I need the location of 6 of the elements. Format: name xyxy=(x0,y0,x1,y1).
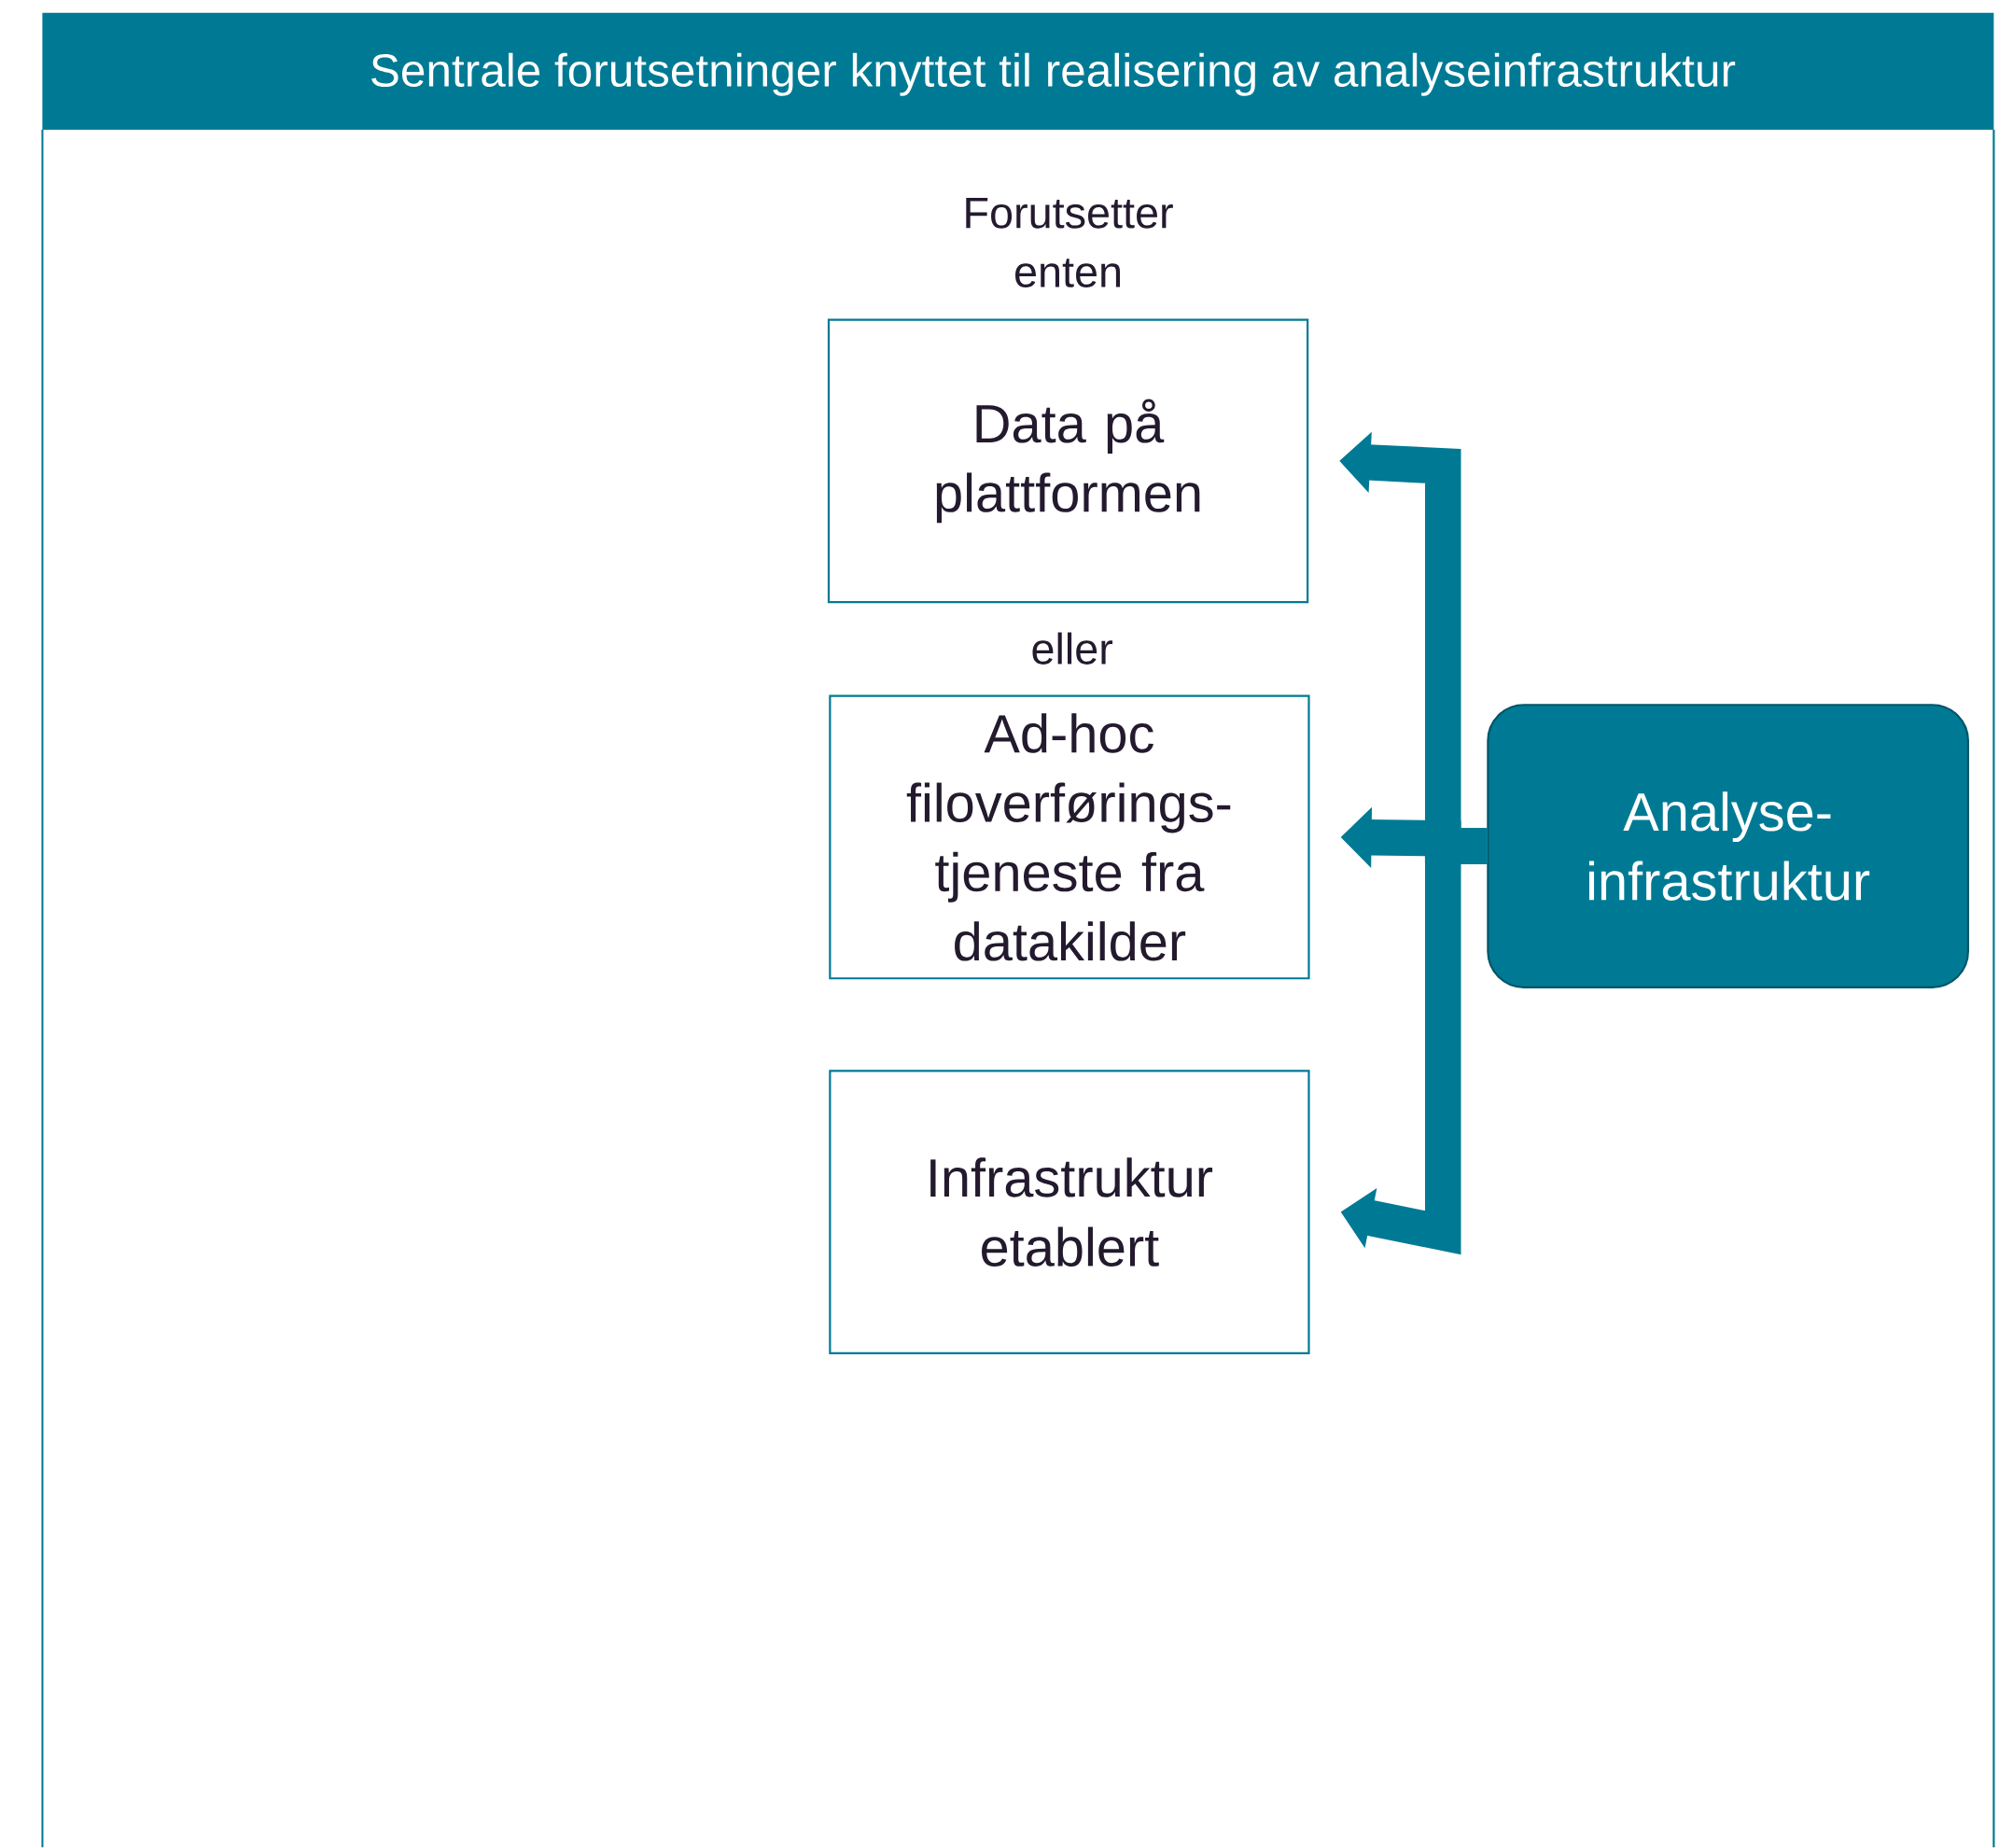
process-box: Data på plattformen xyxy=(827,318,1309,604)
rounded-box: Analyse- infrastruktur xyxy=(1487,704,1969,989)
text-label: eller xyxy=(1032,632,1113,665)
header-band: Sentrale forutsetninger knyttet til realisering av analyseinfrastruktur xyxy=(42,13,1994,131)
process-box: Ad-hoc filoverførings- tjeneste fra datakilder xyxy=(829,694,1310,980)
process-box: Infrastruktur etablert xyxy=(829,1070,1310,1355)
